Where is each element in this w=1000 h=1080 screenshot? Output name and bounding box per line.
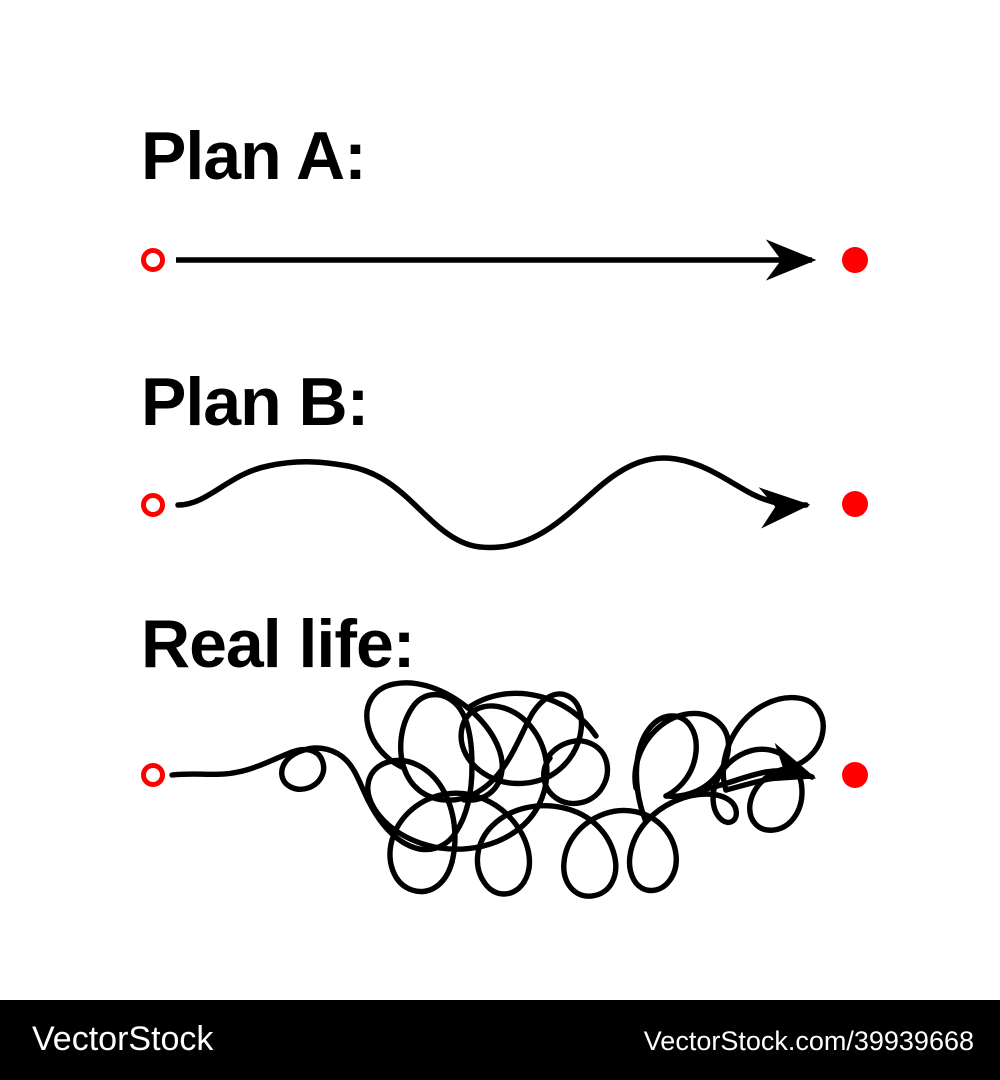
watermark-bar xyxy=(0,1000,1000,1080)
real-life-end-marker xyxy=(842,762,868,788)
real-life-start-marker xyxy=(141,763,165,787)
plan-b-end-marker xyxy=(842,491,868,517)
real-life-row xyxy=(141,680,868,899)
watermark-url: VectorStock.com/39939668 xyxy=(643,1026,974,1056)
real-life-exit-arrow xyxy=(697,742,817,793)
watermark-brand: VectorStock xyxy=(32,1020,214,1058)
plan-a-start-marker xyxy=(141,248,165,272)
plan-a-end-marker xyxy=(842,247,868,273)
plan-a-label: Plan A: xyxy=(141,118,367,194)
plan-b-start-marker xyxy=(141,493,165,517)
real-life-scribble xyxy=(169,680,826,899)
plan-b-path xyxy=(175,455,811,551)
real-life-label: Real life: xyxy=(141,606,415,682)
plan-b-row xyxy=(141,455,868,551)
plan-b-label: Plan B: xyxy=(141,364,369,440)
plan-a-row xyxy=(141,239,868,281)
diagram-artwork xyxy=(141,239,868,899)
